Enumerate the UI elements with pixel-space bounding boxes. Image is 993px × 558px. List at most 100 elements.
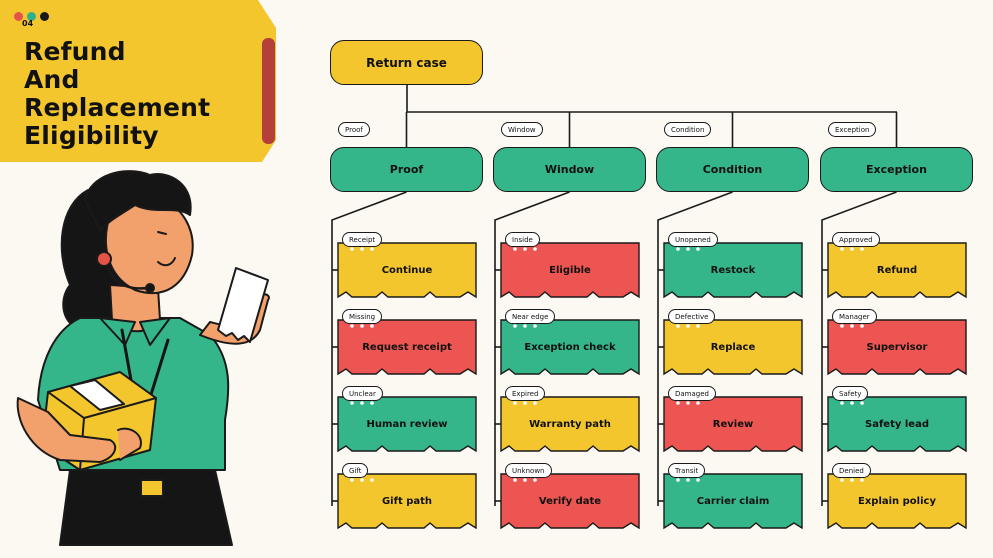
leaf-label-2-3: Carrier claim [696, 495, 770, 507]
branch-node-1: Window [493, 147, 646, 192]
branch-tag-1: Window [501, 122, 543, 137]
leaf-dot-1-2-1 [523, 401, 527, 405]
dot-red [14, 12, 23, 21]
leaf-dot-3-3-0 [840, 478, 844, 482]
leaf-dot-3-0-0 [840, 247, 844, 251]
leaf-dot-0-0-2 [370, 247, 374, 251]
page-title: Refund And Replacement Eligibility [24, 38, 210, 150]
leaf-tag-2-2: Damaged [668, 386, 716, 401]
leaf-dot-2-1-1 [686, 324, 690, 328]
branch-spine-3 [821, 191, 897, 506]
left-hand [117, 427, 142, 461]
branch-spine-1 [494, 191, 570, 506]
leaf-dot-3-1-2 [860, 324, 864, 328]
title-line-1: Refund [24, 37, 126, 66]
branch-tag-2: Condition [664, 122, 712, 137]
leaf-dot-1-0-1 [523, 247, 527, 251]
leaf-shapes [337, 242, 967, 530]
leaf-label-2-1: Replace [710, 341, 756, 353]
leaf-dot-2-3-1 [686, 478, 690, 482]
leaf-label-3-0: Refund [876, 264, 918, 276]
leaf-card-2-3 [663, 473, 803, 530]
tree-connectors [331, 85, 898, 506]
leaf-label-2-0: Restock [710, 264, 756, 276]
title-line-3: Replacement [24, 93, 211, 122]
support-agent-illustration [16, 170, 270, 546]
leaf-dot-3-2-0 [840, 401, 844, 405]
leaf-dot-0-1-2 [370, 324, 374, 328]
leaf-card-1-2 [500, 396, 640, 453]
leaf-dot-1-2-2 [533, 401, 537, 405]
leaf-tag-0-1: Missing [342, 309, 383, 324]
root-node: Return case [330, 40, 483, 85]
leaf-dot-0-2-1 [360, 401, 364, 405]
receipt-icon [217, 267, 269, 343]
leaf-dot-0-0-1 [360, 247, 364, 251]
leaf-tag-1-2: Expired [505, 386, 546, 401]
box-tape [69, 379, 125, 411]
leaf-dot-3-1-1 [850, 324, 854, 328]
earring [96, 251, 112, 267]
leaf-dot-2-1-0 [676, 324, 680, 328]
leaf-dot-3-2-2 [860, 401, 864, 405]
window-dots [14, 12, 49, 21]
leaf-tag-3-0: Approved [832, 232, 880, 247]
leaf-tag-0-3: Gift [342, 463, 369, 478]
leaf-card-0-2 [337, 396, 477, 453]
title-panel-shape [0, 0, 276, 162]
leaf-tag-3-1: Manager [832, 309, 877, 324]
title-line-2: And [24, 65, 80, 94]
leaf-dot-0-2-0 [350, 401, 354, 405]
leaf-dot-3-3-1 [850, 478, 854, 482]
branch-node-3: Exception [820, 147, 973, 192]
leaf-tag-2-1: Defective [668, 309, 716, 324]
headset-mic [145, 283, 155, 293]
leaf-dot-0-3-1 [360, 478, 364, 482]
leaf-label-0-0: Continue [381, 264, 433, 276]
leaf-label-1-1: Exception check [524, 341, 616, 353]
dot-green [27, 12, 36, 21]
leaf-dot-3-0-1 [850, 247, 854, 251]
leaf-label-0-2: Human review [366, 418, 448, 430]
leaf-dot-0-2-2 [370, 401, 374, 405]
leaf-label-2-2: Review [712, 418, 754, 430]
leaf-dot-3-1-0 [840, 324, 844, 328]
leaf-dot-3-2-1 [850, 401, 854, 405]
branch-tag-3: Exception [828, 122, 877, 137]
leaf-label-0-3: Gift path [381, 495, 433, 507]
leaf-dot-1-3-1 [523, 478, 527, 482]
leaf-dot-2-2-0 [676, 401, 680, 405]
branch-node-0: Proof [330, 147, 483, 192]
left-arm [16, 397, 117, 463]
leaf-dot-2-3-2 [696, 478, 700, 482]
leaf-card-1-0 [500, 242, 640, 299]
title-panel: 04 Refund And Replacement Eligibility [0, 0, 276, 162]
branch-tag-0: Proof [338, 122, 370, 137]
headset-mic-arm [106, 266, 150, 290]
leaf-dot-1-0-2 [533, 247, 537, 251]
leaf-dot-0-1-1 [360, 324, 364, 328]
leaf-label-1-2: Warranty path [529, 418, 611, 430]
leaf-dot-2-3-0 [676, 478, 680, 482]
collar-left [99, 317, 136, 346]
mouth [157, 257, 176, 267]
leaf-label-3-3: Explain policy [858, 495, 936, 507]
leaf-card-2-1 [663, 319, 803, 376]
leaf-card-0-1 [337, 319, 477, 376]
leaf-tag-0-2: Unclear [342, 386, 383, 401]
leaf-tag-2-0: Unopened [668, 232, 718, 247]
accent-bar [262, 38, 275, 144]
leaf-card-2-0 [663, 242, 803, 299]
leaf-dot-0-0-0 [350, 247, 354, 251]
leaf-label-3-1: Supervisor [866, 341, 928, 353]
leaf-card-3-1 [827, 319, 967, 376]
leaf-dot-0-1-0 [350, 324, 354, 328]
branch-spine-2 [657, 191, 733, 506]
branch-spine-0 [331, 191, 407, 506]
hair-top [84, 170, 192, 231]
leaf-card-0-0 [337, 242, 477, 299]
leaf-dot-1-3-2 [533, 478, 537, 482]
leaf-tag-0-0: Receipt [342, 232, 383, 247]
leaf-dot-2-0-1 [686, 247, 690, 251]
